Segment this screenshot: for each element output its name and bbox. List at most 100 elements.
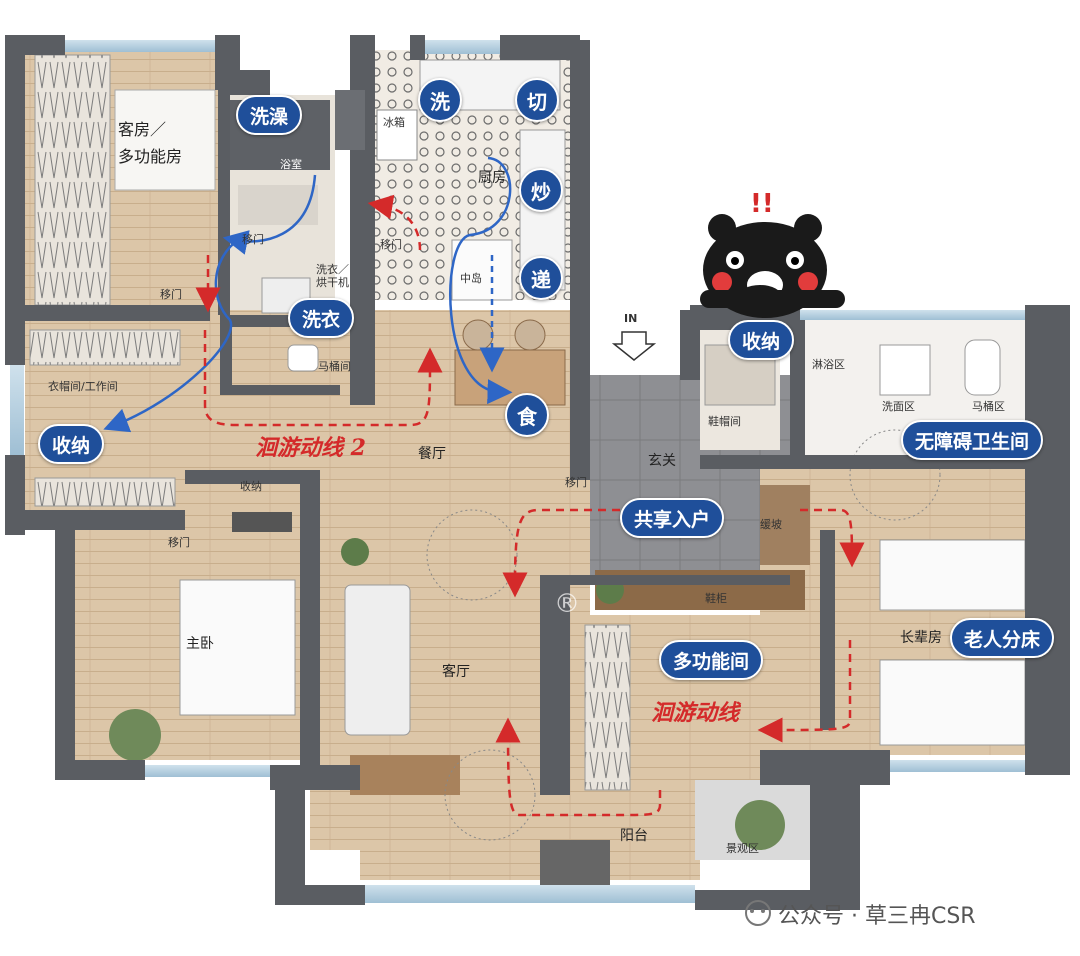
label-slide-door-5: 移门 [242,232,264,246]
wall-balcony-w [270,765,360,790]
wall-k-e [570,40,590,480]
route-elder-multi [757,640,852,743]
plant-living [341,538,369,566]
down-arrow-icon [611,331,657,361]
toilet-bowl [287,344,319,372]
badge-wash-kitchen: 洗 [418,78,462,122]
mascot-bear-icon: !! [700,189,845,318]
wall-master-w [55,520,75,780]
label-dining: 餐厅 [418,446,446,462]
badge-storage-left: 收纳 [38,424,105,464]
window-kitchen [425,40,500,54]
route-label-loop2: 洄游动线 2 [255,435,366,461]
ramp-box [760,485,810,565]
wall-master-e [300,470,320,770]
vanity [238,185,318,225]
wall-east [1025,305,1070,775]
wall-scenery-s [695,890,860,910]
blue-flow [103,156,513,433]
accessible-toilet [964,339,1001,396]
kitchen-island [451,239,513,301]
window-bath [800,310,1025,320]
flow-laundry-closet [103,238,239,433]
window-closet [10,365,24,455]
badge-shared-entry: 共享入户 [620,498,725,538]
badge-storage-right: 收纳 [728,320,795,360]
wall-k-n1 [410,35,425,60]
wall-bath-n [230,70,270,95]
label-ramp: 缓坡 [760,518,782,531]
duct [335,90,365,150]
label-kitchen: 厨房 [478,170,506,186]
route-balcony-loop [495,717,662,817]
wall-multi-e [820,530,835,730]
label-elder-room: 长辈房 [900,630,942,646]
sofa [344,584,411,736]
plant-master [109,709,161,761]
label-shower-zone: 淋浴区 [812,358,845,371]
turning-circle-balcony [444,749,536,841]
label-shoe-cabinet: 鞋柜 [705,591,727,605]
label-slide-door-3: 移门 [380,237,402,251]
label-master: 主卧 [186,636,214,652]
closet-rack-top [29,329,181,366]
turning-circle-bath [849,429,941,521]
wall-w1 [5,35,25,365]
label-toilet-room: 马桶间 [318,359,351,373]
guest-wardrobe [34,54,111,306]
label-living: 客厅 [442,663,470,680]
wall-multi-w [540,575,570,795]
multi-room-shelf [584,624,631,791]
wall-master-n [185,470,315,484]
badge-elder-bed: 老人分床 [950,618,1055,658]
elder-bed-1 [879,539,1026,611]
wall-closet-s [5,510,185,530]
flow-bath [222,174,317,255]
badge-multi-room: 多功能间 [659,640,764,680]
label-wash-zone: 洗面区 [882,400,915,413]
label-toilet-zone: 马桶区 [972,399,1005,413]
master-bed [179,579,296,716]
wall-master-sw [55,760,145,780]
route-kitchen-door [367,194,422,251]
wall-shoe-e [790,320,805,460]
label-guest-room-l1: 客房／ [118,120,166,139]
route-label-loop: 洄游动线 [651,700,740,726]
wall-toilet-w [220,325,232,395]
dining-chair-1 [462,319,494,351]
wall-n1 [5,35,65,55]
guest-bed [114,89,216,191]
window-guest [65,40,215,52]
exclaim-mark: !! [750,189,774,219]
badge-bathe: 洗澡 [236,95,303,135]
balcony-bench [350,755,460,795]
entry-sign: IN [611,312,657,361]
label-slide-door-2: 移门 [168,535,190,549]
badge-cut: 切 [515,78,559,122]
badge-eat: 食 [505,393,549,437]
plant-scenery [735,800,785,850]
reg-mark: ® [554,589,580,619]
elder-bed-2 [879,659,1026,746]
wash-basin [879,344,931,396]
wall-foyer-w [680,310,700,380]
label-storage-cab: 收纳 [240,479,262,493]
badge-stir-fry: 炒 [519,168,563,212]
master-radiator [232,512,292,532]
wall-balcony-s1 [275,885,365,905]
furniture [29,54,1026,895]
label-slide-door-1: 移门 [160,287,182,301]
label-island: 中岛 [460,271,482,285]
label-laundry-l2: 烘干机 [316,275,349,289]
dining-chair-2 [514,319,546,351]
label-guest-room-l2: 多功能房 [118,147,182,166]
in-text: IN [624,312,637,325]
label-closet: 衣帽间/工作间 [48,379,118,393]
red-routes [195,194,865,817]
label-scenery: 景观区 [726,842,759,855]
flow-kitchen [449,156,513,405]
window-master [145,765,270,777]
badge-laundry: 洗衣 [288,298,355,338]
